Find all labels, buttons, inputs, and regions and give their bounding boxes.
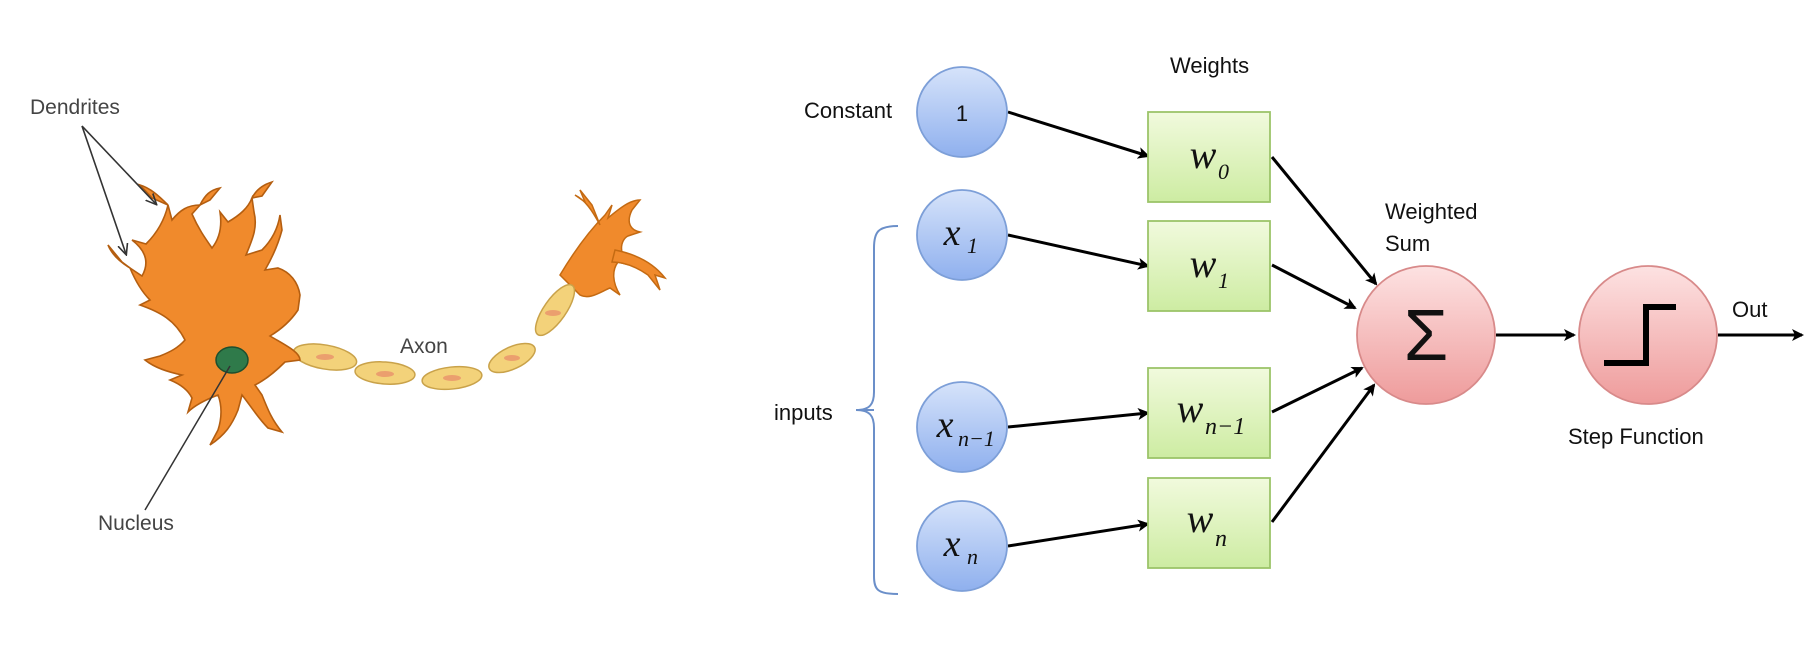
weight-wn-sub: n — [1215, 526, 1227, 552]
cell-body-icon — [107, 180, 301, 446]
input-node-xn: x n — [916, 500, 1008, 592]
weighted-sum-label-2: Sum — [1385, 231, 1430, 256]
weight-wn-1-sub: n−1 — [1205, 414, 1245, 440]
weight-wn-base: w — [1187, 496, 1214, 541]
dendrites-pointer — [81, 125, 156, 204]
input-node-xn-sub: n — [967, 544, 978, 569]
weight-w1-sub: 1 — [1218, 268, 1229, 293]
input-node-x1-sub: 1 — [967, 233, 978, 258]
input-node-constant: 1 — [916, 66, 1008, 158]
weight-box-wn-1: w n−1 — [1147, 367, 1271, 459]
weight-box-w1: w 1 — [1147, 220, 1271, 312]
weight-sum-arrows — [1270, 156, 1378, 523]
weighted-sum-label-1: Weighted — [1385, 199, 1478, 224]
input-node-xn-1-base: x — [936, 404, 954, 446]
input-node-constant-text: 1 — [956, 101, 968, 126]
weight-w0-base: w — [1190, 132, 1217, 177]
weight-box-wn: w n — [1147, 477, 1271, 569]
dendrites-label: Dendrites — [30, 96, 120, 119]
nucleus-icon — [215, 346, 249, 374]
weight-w0-sub: 0 — [1218, 159, 1229, 184]
input-weight-arrows — [1007, 110, 1150, 548]
input-node-x1: x 1 — [916, 189, 1008, 281]
weighted-sum-node: Σ — [1356, 265, 1496, 405]
inputs-label: inputs — [774, 400, 833, 425]
input-node-xn-1-sub: n−1 — [958, 426, 995, 451]
input-node-xn-base: x — [943, 523, 961, 565]
nucleus-label: Nucleus — [98, 512, 174, 535]
weights-title: Weights — [1170, 53, 1249, 78]
input-node-x1-base: x — [943, 212, 961, 254]
input-node-xn-1: x n−1 — [916, 381, 1008, 473]
weight-box-w0: w 0 — [1147, 111, 1271, 203]
dendrites-pointer-2 — [81, 125, 126, 254]
nucleus-pointer — [144, 365, 231, 511]
axon-label: Axon — [400, 335, 448, 358]
perceptron-diagram: Weights Constant inputs 1 — [774, 53, 1804, 595]
out-label: Out — [1732, 297, 1767, 322]
weight-w1-base: w — [1190, 241, 1217, 286]
neuron-illustration: Dendrites Axon Nucleus — [30, 96, 668, 535]
constant-label: Constant — [804, 98, 892, 123]
weight-wn-1-base: w — [1177, 386, 1204, 431]
axon-terminal-icon — [559, 189, 668, 298]
step-function-node — [1578, 265, 1718, 405]
step-function-label: Step Function — [1568, 424, 1704, 449]
sum-symbol-icon: Σ — [1404, 296, 1449, 376]
step-function-icon — [1604, 304, 1676, 366]
